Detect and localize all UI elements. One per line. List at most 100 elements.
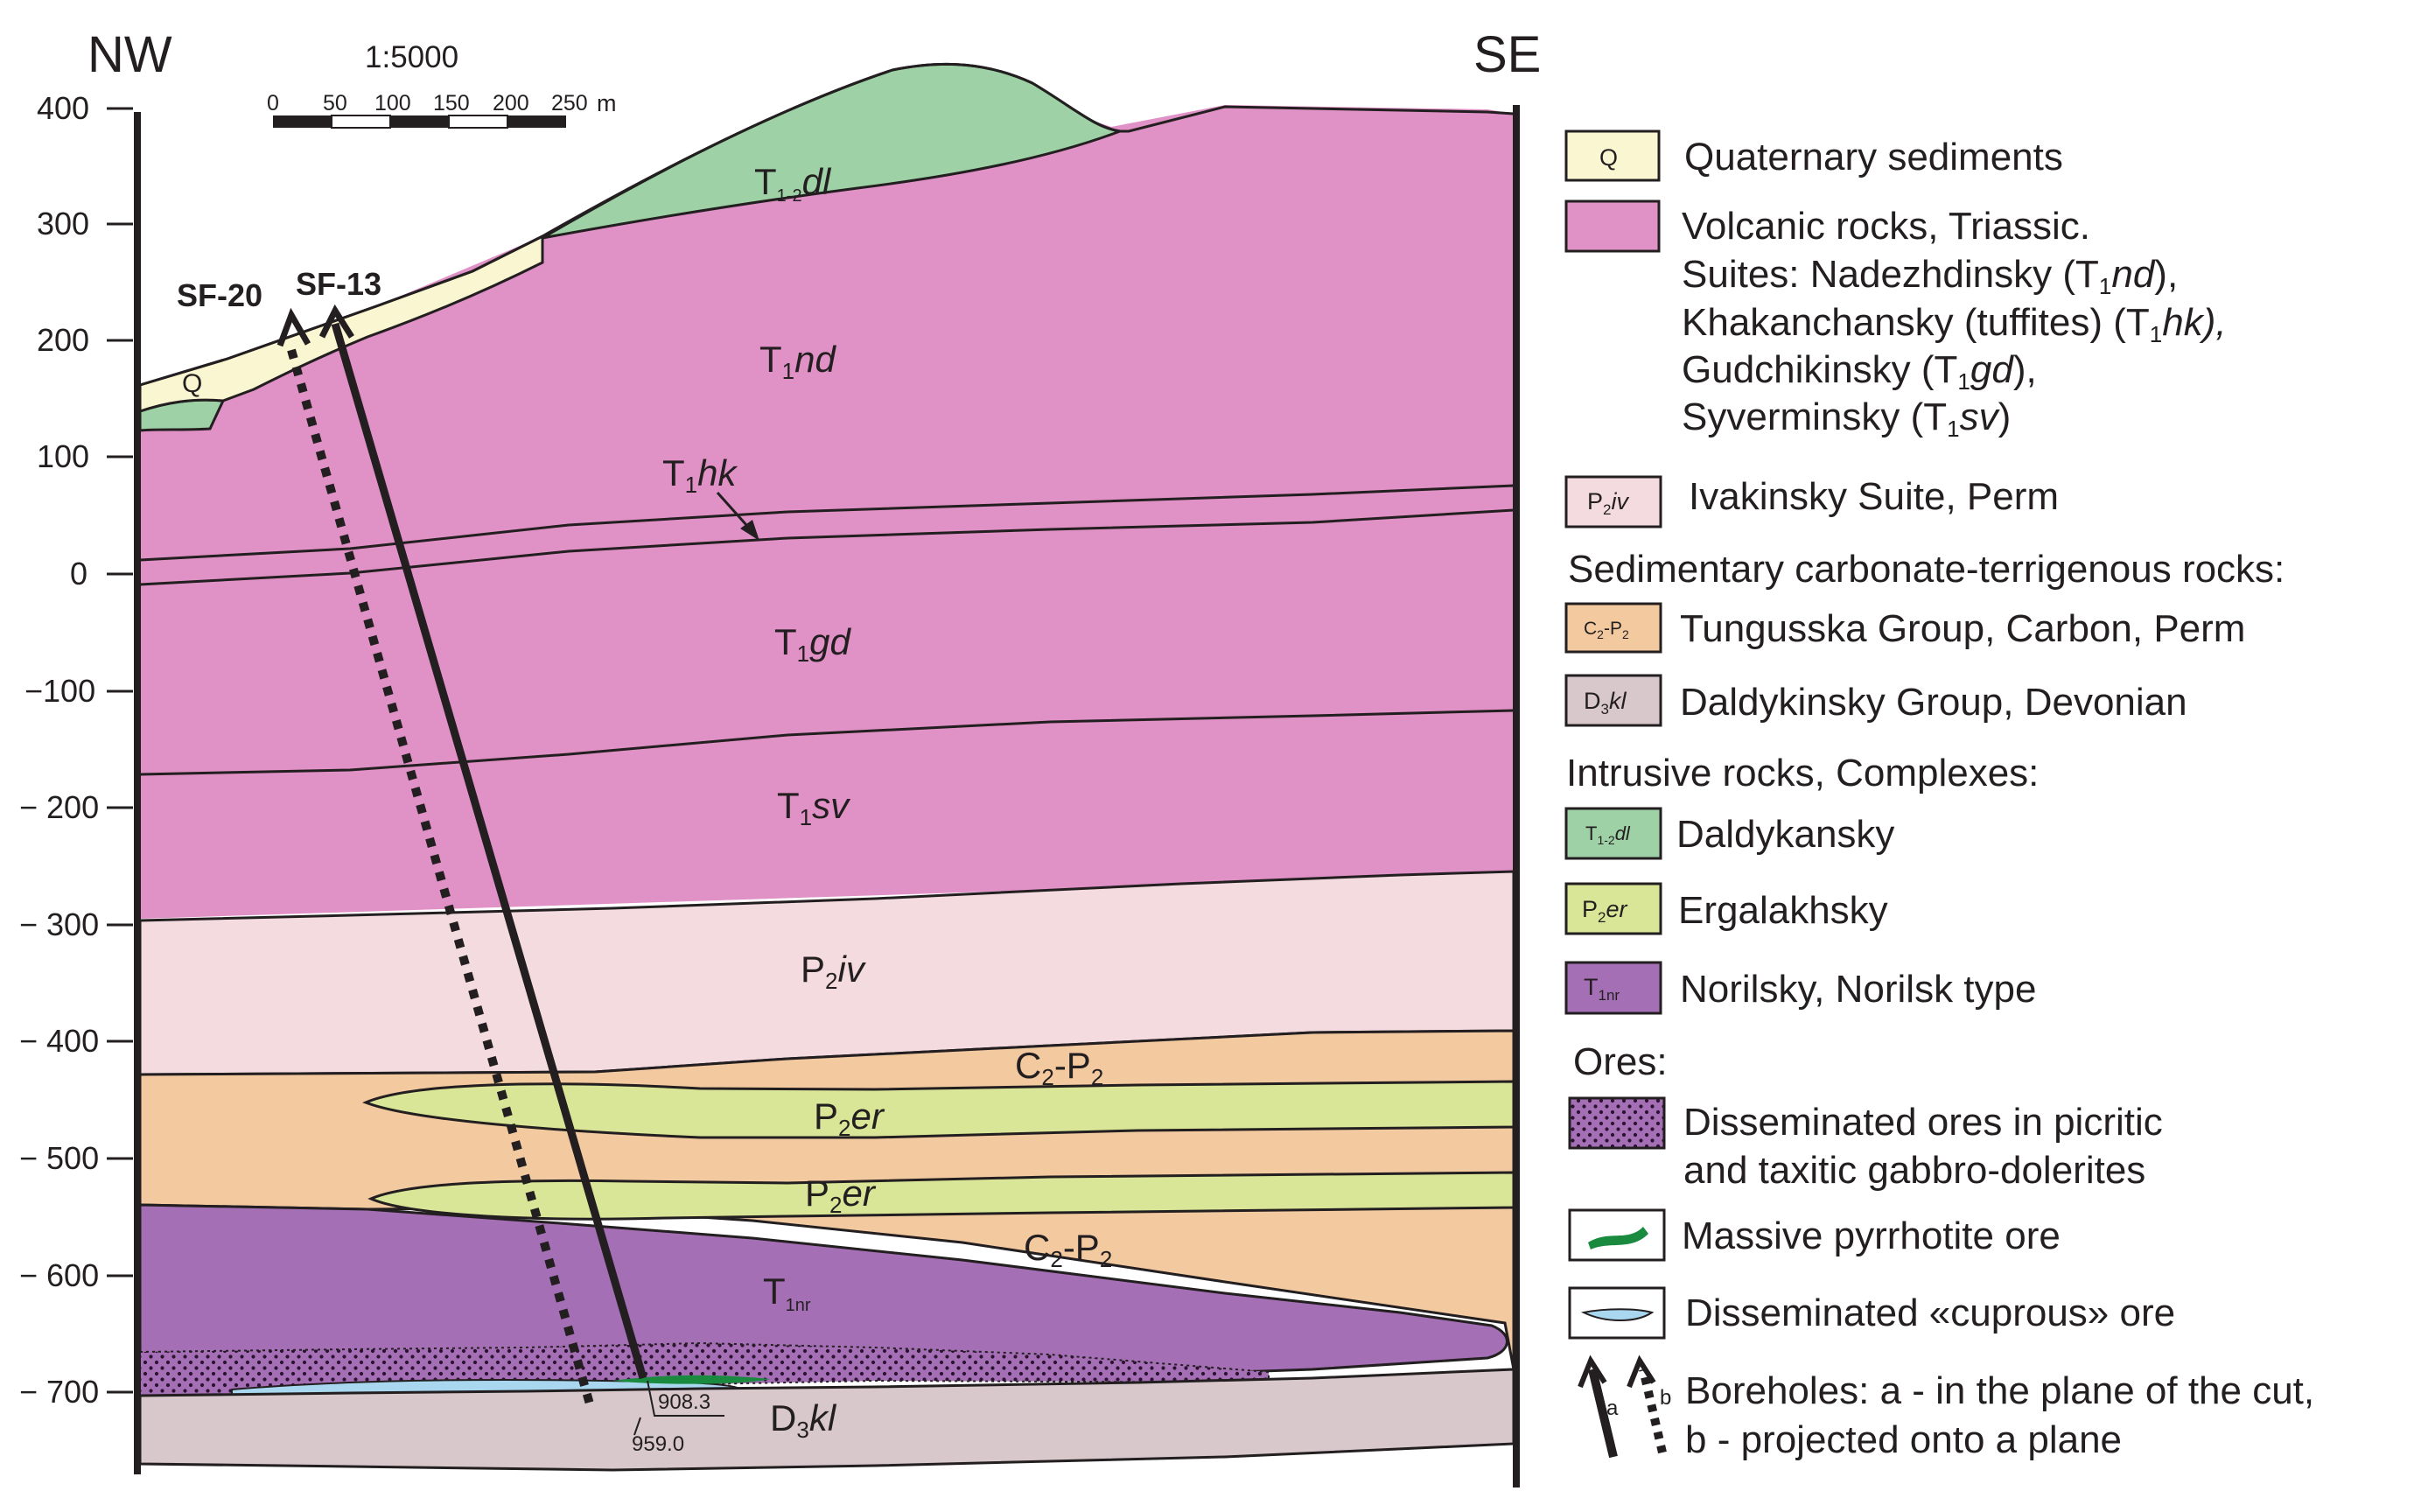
legend-text-tungusska: Tungusska Group, Carbon, Perm	[1680, 607, 2245, 650]
hk-pointer-head	[740, 520, 759, 541]
depth-tick-label: − 300	[19, 906, 99, 942]
depth-tick-label: − 600	[19, 1257, 99, 1293]
label-p2iv: P2iv	[801, 948, 867, 994]
borehole-b-arrowhead	[1627, 1354, 1656, 1389]
legend-swatch-label: P2er	[1582, 896, 1628, 926]
legend-swatch-label: P2iv	[1587, 488, 1629, 518]
legend-text-volcanic-4: Gudchikinsky (T1gd),	[1682, 348, 2037, 395]
legend-text-daldykansky: Daldykansky	[1676, 813, 1894, 856]
borehole-sf20-projected	[287, 348, 595, 1409]
scale-tick: 100	[374, 91, 411, 116]
label-t1nr: T1nr	[763, 1270, 811, 1315]
label-t1sv: T1sv	[777, 785, 851, 830]
legend-swatch-daldykansky	[1564, 807, 1662, 860]
label-p2er-lower: P2er	[805, 1172, 877, 1218]
legend-swatch-norilsky	[1564, 961, 1662, 1015]
label-d3kl: D3kl	[770, 1397, 837, 1443]
label-t1nd: T1nd	[759, 339, 836, 384]
massive-ore-icon	[1588, 1227, 1648, 1250]
depth-tick-label: − 700	[19, 1374, 99, 1410]
legend-swatch-ergalakhsky	[1564, 882, 1662, 935]
legend-swatch-ivakinsky	[1564, 475, 1662, 528]
depth-tick-label: 0	[70, 556, 87, 592]
borehole-a-arrowhead	[1578, 1354, 1607, 1389]
massive-ore-lens	[612, 1375, 770, 1384]
legend-swatch-quaternary	[1564, 130, 1661, 182]
direction-se: SE	[1473, 26, 1541, 83]
borehole-sf20-arrowhead	[276, 307, 311, 347]
depth-tick-label: − 500	[19, 1140, 99, 1176]
legend-text-volcanic-3: Khakanchansky (tuffites) (T1hk),	[1682, 301, 2227, 347]
label-t1gd: T1gd	[774, 621, 851, 667]
borehole-a-label: a	[1606, 1396, 1619, 1420]
legend-swatch-label: D3kl	[1584, 688, 1627, 718]
depth-tick-label: −100	[24, 673, 95, 709]
legend-text-ergalakhsky: Ergalakhsky	[1678, 889, 1888, 932]
scale-tick: 200	[493, 91, 529, 116]
depth-tick-9083	[647, 1380, 724, 1417]
legend-text-boreholes-2: b - projected onto a plane	[1685, 1418, 2122, 1461]
legend-text-volcanic-5: Syverminsky (T1sv)	[1682, 396, 2011, 442]
depth-tick-label: 100	[37, 438, 89, 474]
legend-text-daldykinsky: Daldykinsky Group, Devonian	[1680, 681, 2187, 724]
legend-swatch-volcanic	[1564, 200, 1661, 253]
cross-section	[134, 62, 1520, 1488]
borehole-b-label: b	[1660, 1386, 1671, 1410]
legend-header-ores: Ores:	[1573, 1040, 1668, 1083]
scale-bar: 0 50 100 150 200 250 m	[267, 90, 617, 129]
direction-nw: NW	[87, 26, 172, 83]
legend-swatch-label: T1-2dl	[1585, 822, 1631, 847]
legend-text-cuprous: Disseminated «cuprous» ore	[1685, 1292, 2175, 1334]
depth-tick-label: 200	[37, 322, 89, 358]
borehole-a-icon	[1588, 1368, 1618, 1459]
legend-text-quaternary: Quaternary sediments	[1684, 136, 2063, 178]
volcanic-rocks-area	[140, 88, 1514, 919]
scale-tick: 0	[267, 91, 279, 116]
depth-tick-9590	[633, 1417, 641, 1436]
depth-axis: 400 300 200 100 0 −100 − 200 − 300 − 400…	[19, 90, 133, 1410]
contact-hk-upper	[139, 484, 1515, 562]
legend-swatch-label: Q	[1599, 144, 1618, 171]
topography-line	[139, 62, 1515, 387]
scale-tick: 250	[551, 91, 588, 116]
legend-text-boreholes-1: Boreholes: a - in the plane of the cut,	[1685, 1369, 2314, 1412]
label-c2p2-upper: C2-P2	[1015, 1045, 1103, 1090]
legend-text-ivakinsky: Ivakinsky Suite, Perm	[1689, 475, 2059, 518]
ergalakhsky-sill-upper	[361, 1080, 1515, 1139]
legend-text-massive: Massive pyrrhotite ore	[1682, 1214, 2061, 1257]
legend-text-disseminated-2: and taxitic gabbro-dolerites	[1683, 1149, 2145, 1192]
legend-swatch-label: T1nr	[1584, 974, 1620, 1004]
label-c2p2-lower: C2-P2	[1024, 1227, 1112, 1272]
contact-gd-sv	[139, 709, 1515, 776]
label-t1hk: T1hk	[662, 452, 738, 498]
legend-text-disseminated-1: Disseminated ores in picritic	[1683, 1101, 2163, 1144]
legend: Q Quaternary sediments Volcanic rocks, T…	[1564, 130, 2314, 1461]
legend-header-intrusive: Intrusive rocks, Complexes:	[1566, 752, 2039, 794]
borehole-sf13-arrowhead	[318, 304, 354, 339]
depth-tick-label: − 200	[19, 789, 99, 825]
legend-swatch-disseminated	[1568, 1096, 1666, 1150]
legend-swatch-tungusska	[1564, 602, 1662, 654]
borehole-sf13	[331, 322, 647, 1380]
label-depth-9083: 908.3	[658, 1390, 710, 1414]
legend-swatch-daldykinsky	[1564, 674, 1662, 727]
label-q: Q	[182, 369, 202, 398]
scale-tick: 50	[323, 91, 347, 116]
depth-tick-label: − 400	[19, 1023, 99, 1059]
label-borehole-sf20: SF-20	[177, 277, 262, 313]
borehole-b-icon	[1639, 1368, 1667, 1454]
legend-swatch-label: C2-P2	[1584, 619, 1629, 641]
label-borehole-sf13: SF-13	[296, 266, 381, 302]
legend-swatch-massive	[1568, 1208, 1666, 1262]
label-depth-9590: 959.0	[632, 1432, 684, 1456]
label-p2er-upper: P2er	[814, 1096, 885, 1141]
scale-unit: m	[597, 90, 617, 116]
scale-tick: 150	[433, 91, 470, 116]
label-t12dl: T1-2dl	[754, 161, 832, 206]
legend-text-norilsky: Norilsky, Norilsk type	[1680, 968, 2036, 1011]
cuprous-ore-icon	[1580, 1308, 1655, 1321]
depth-tick-label: 300	[37, 206, 89, 242]
legend-text-volcanic-1: Volcanic rocks, Triassic.	[1682, 205, 2090, 248]
legend-header-sedimentary: Sedimentary carbonate-terrigenous rocks:	[1568, 548, 2285, 591]
